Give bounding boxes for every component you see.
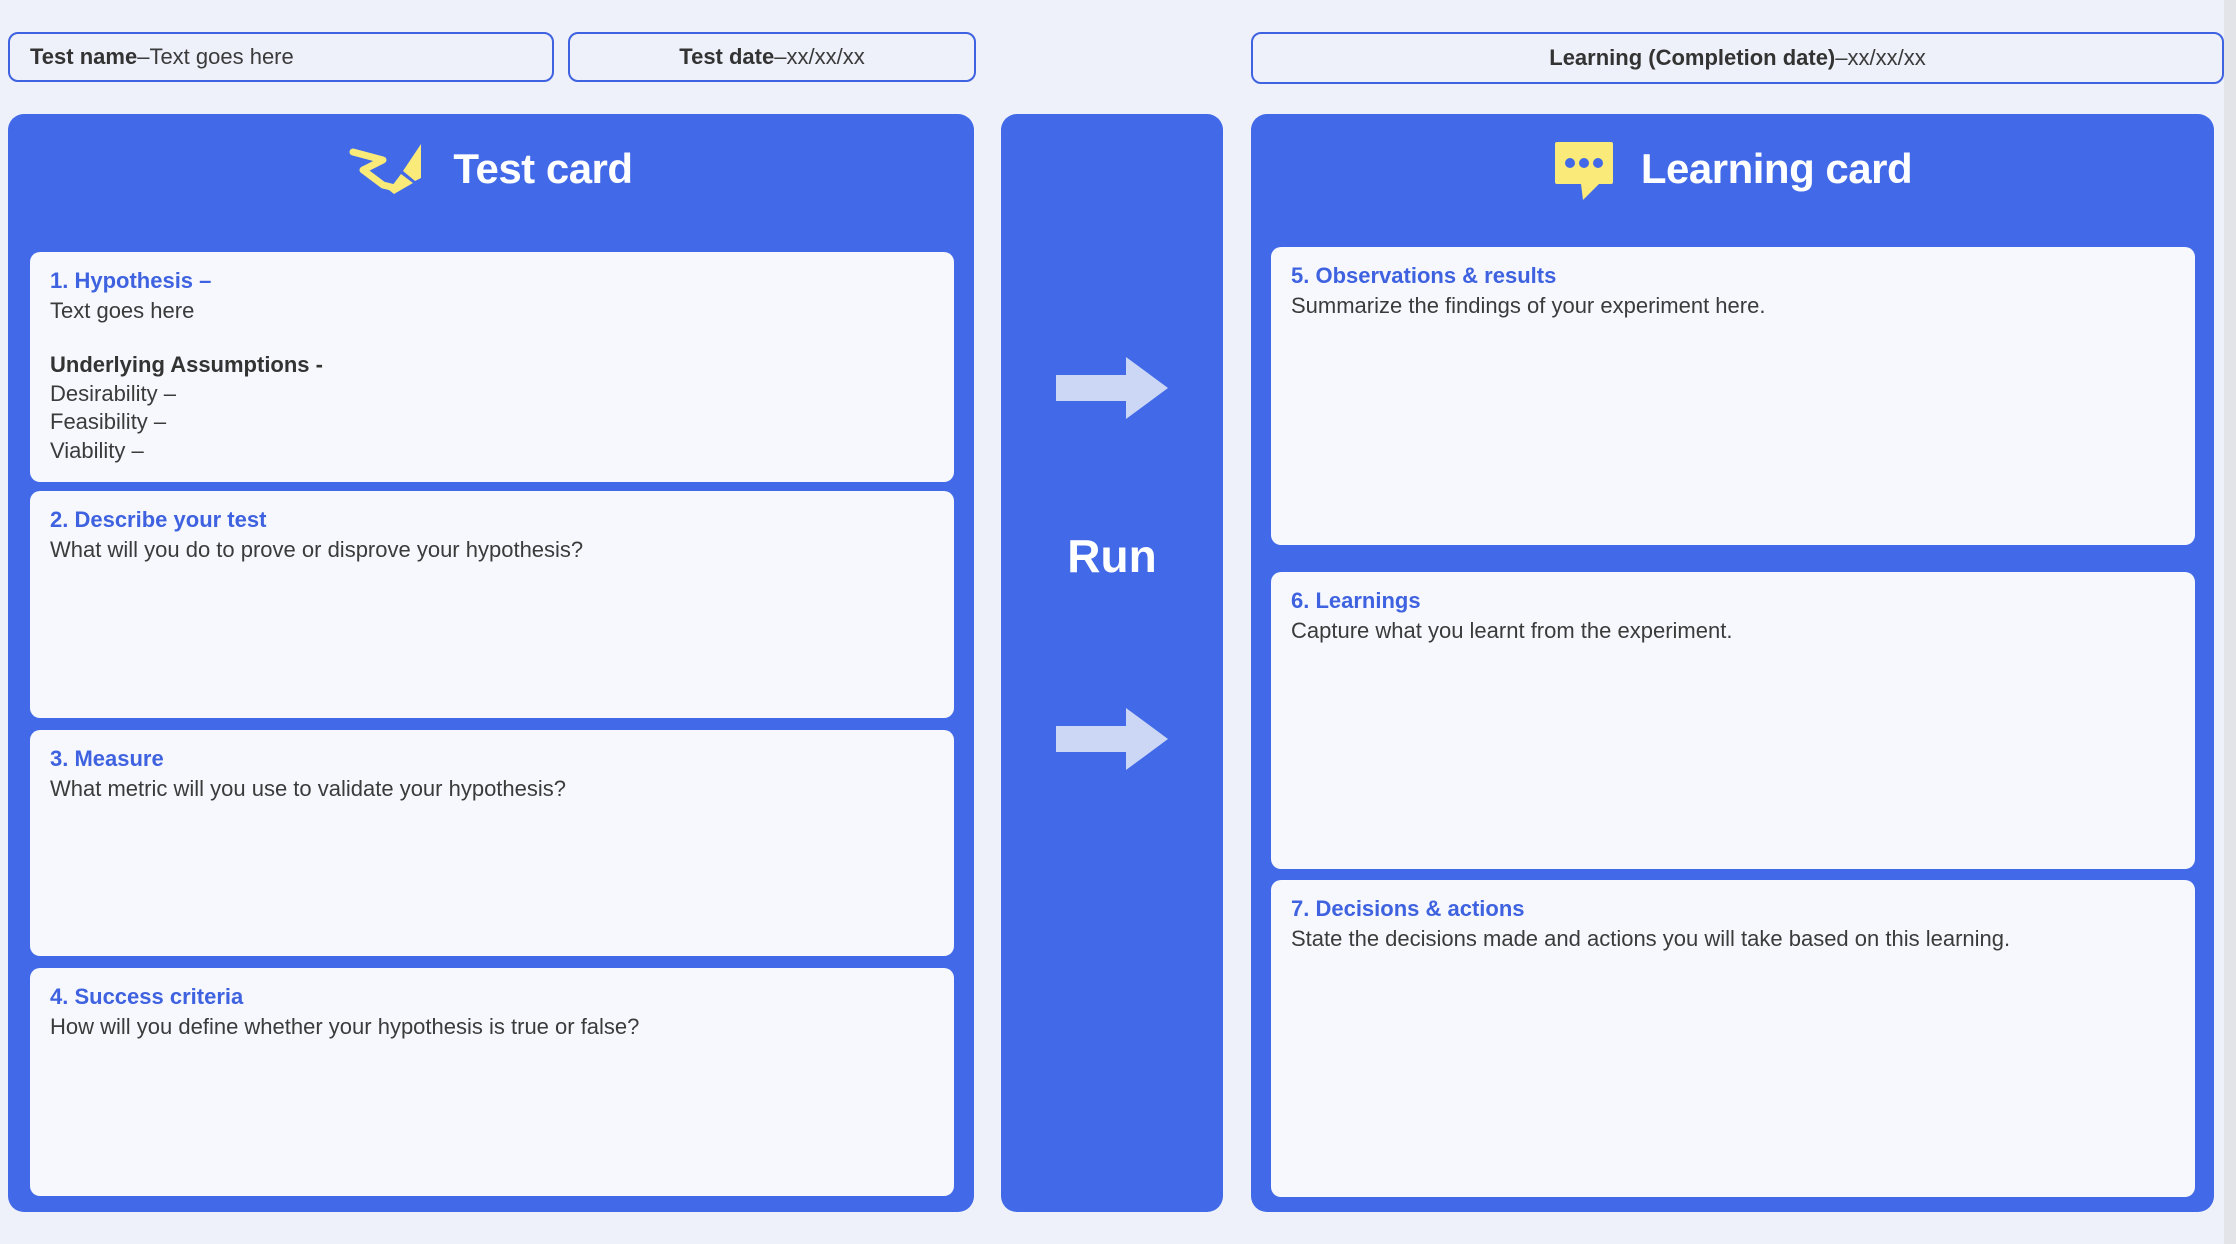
canvas-right-edge-strip: [2224, 0, 2236, 1244]
test-date-label: Test date: [679, 44, 775, 69]
test-date-value: xx/xx/xx: [786, 44, 865, 69]
panel-observations-and-results[interactable]: 5. Observations & results Summarize the …: [1271, 247, 2195, 545]
test-name-value: Text goes here: [149, 44, 294, 69]
learning-date-label: Learning (Completion date): [1549, 45, 1836, 70]
panel-describe-your-test[interactable]: 2. Describe your test What will you do t…: [30, 491, 954, 718]
panel-measure-body: What metric will you use to validate you…: [50, 775, 567, 801]
panel-measure[interactable]: 3. Measure What metric will you use to v…: [30, 730, 954, 956]
panel-hypothesis-line-viability: Viability –: [50, 437, 144, 463]
learning-date-value: xx/xx/xx: [1847, 45, 1926, 70]
panel-hypothesis[interactable]: 1. Hypothesis – Text goes here Underlyin…: [30, 252, 954, 482]
panel-observations-and-results-title: 5. Observations & results: [1291, 263, 1557, 288]
test-card-header: Test card: [8, 114, 974, 224]
panel-success-criteria-title: 4. Success criteria: [50, 984, 244, 1009]
panel-decisions-and-actions-title: 7. Decisions & actions: [1291, 896, 1525, 921]
learning-card: Learning card 5. Observations & results …: [1251, 114, 2214, 1212]
learning-date-separator: –: [1835, 45, 1848, 70]
panel-hypothesis-line-feasibility: Feasibility –: [50, 409, 167, 435]
panel-success-criteria-body: How will you define whether your hypothe…: [50, 1013, 640, 1039]
panel-hypothesis-body: Text goes here: [50, 297, 195, 323]
panel-hypothesis-subhead: Underlying Assumptions -: [50, 351, 323, 377]
panel-describe-your-test-body: What will you do to prove or disprove yo…: [50, 536, 584, 562]
test-card-title: Test card: [453, 145, 633, 192]
learning-card-title: Learning card: [1640, 145, 1913, 192]
run-column: Run: [1001, 114, 1223, 1212]
panel-decisions-and-actions[interactable]: 7. Decisions & actions State the decisio…: [1271, 880, 2195, 1197]
panel-measure-title: 3. Measure: [50, 746, 164, 771]
test-date-separator: –: [774, 44, 787, 69]
panel-learnings-body: Capture what you learnt from the experim…: [1291, 617, 1733, 643]
panel-observations-and-results-body: Summarize the findings of your experimen…: [1291, 292, 1766, 318]
panel-success-criteria[interactable]: 4. Success criteria How will you define …: [30, 968, 954, 1196]
panel-decisions-and-actions-body: State the decisions made and actions you…: [1291, 925, 2011, 951]
panel-hypothesis-title: 1. Hypothesis –: [50, 268, 212, 293]
speech-bubble-icon: [1553, 138, 1615, 200]
arrow-right-icon: [1056, 357, 1168, 419]
test-date-field[interactable]: Test date– xx/xx/xx: [568, 32, 976, 82]
test-card: Test card 1. Hypothesis – Text goes here…: [8, 114, 974, 1212]
arrow-right-icon: [1056, 708, 1168, 770]
panel-describe-your-test-title: 2. Describe your test: [50, 507, 267, 532]
learning-card-header: Learning card: [1251, 114, 2214, 224]
test-name-separator: –: [137, 44, 150, 69]
panel-hypothesis-line-desirability: Desirability –: [50, 380, 176, 406]
pencil-squiggle-icon: [349, 138, 427, 200]
panel-learnings-title: 6. Learnings: [1291, 588, 1421, 613]
test-name-label: Test name: [30, 44, 138, 69]
test-name-field[interactable]: Test name – Text goes here: [8, 32, 554, 82]
learning-completion-date-field[interactable]: Learning (Completion date) – xx/xx/xx: [1251, 32, 2224, 84]
run-label: Run: [1067, 530, 1157, 582]
panel-learnings[interactable]: 6. Learnings Capture what you learnt fro…: [1271, 572, 2195, 869]
